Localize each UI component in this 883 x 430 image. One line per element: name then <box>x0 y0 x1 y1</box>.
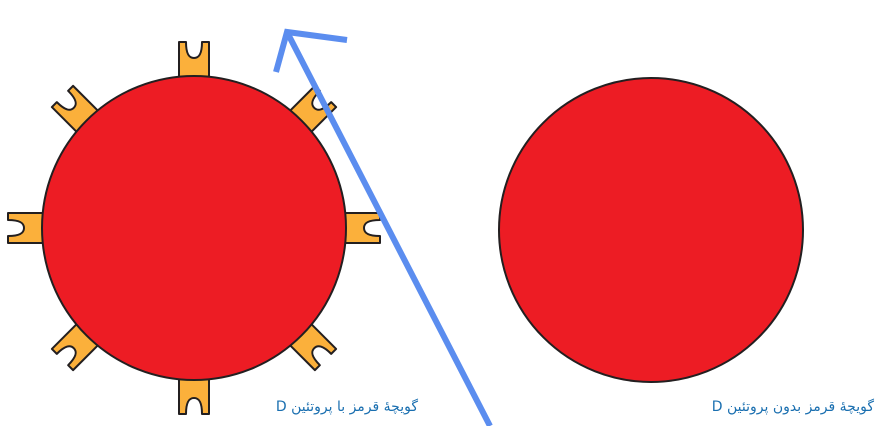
caption-without-protein: گویچهٔ قرمز بدون پروتئین D <box>674 399 874 415</box>
red-cell-body <box>42 76 346 380</box>
red-cell-body <box>499 78 803 382</box>
red-cell-without-protein-d <box>499 78 803 382</box>
arrow-head <box>276 32 347 72</box>
caption-with-protein: گویچهٔ قرمز با پروتئین D <box>248 399 418 415</box>
